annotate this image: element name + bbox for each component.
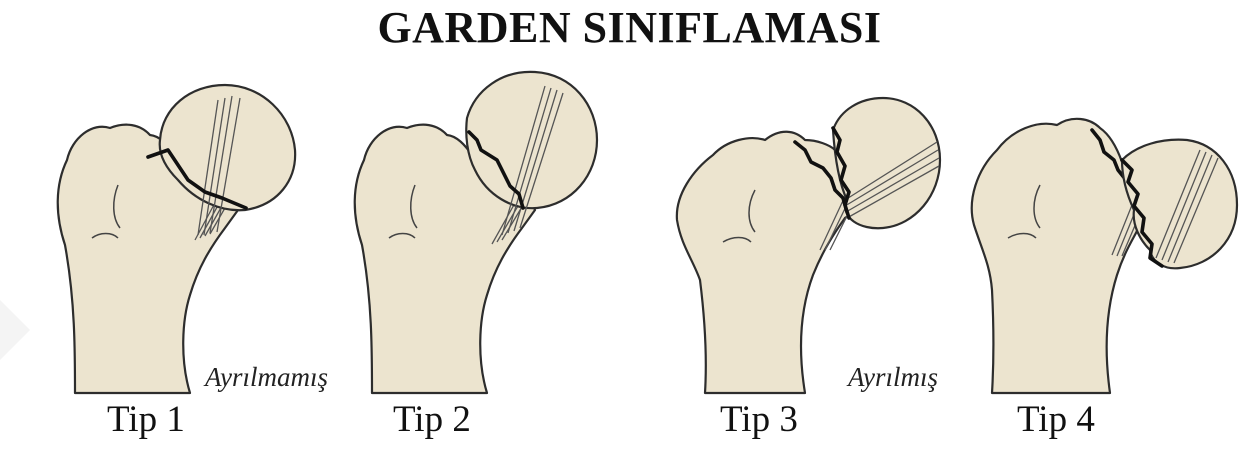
group-label-undisplaced: Ayrılmamış: [205, 362, 328, 393]
group-label-displaced: Ayrılmış: [848, 362, 938, 393]
tip-3-femur: [677, 132, 855, 393]
tip-2-label: Tip 2: [393, 398, 471, 441]
tip-4-femoral-head: [1122, 140, 1237, 269]
tip-1-label: Tip 1: [107, 398, 185, 441]
edge-decoration: [0, 300, 30, 360]
tip-3-femoral-head: [833, 98, 940, 228]
tip-3-label: Tip 3: [720, 398, 798, 441]
tip-4-label: Tip 4: [1017, 398, 1095, 441]
